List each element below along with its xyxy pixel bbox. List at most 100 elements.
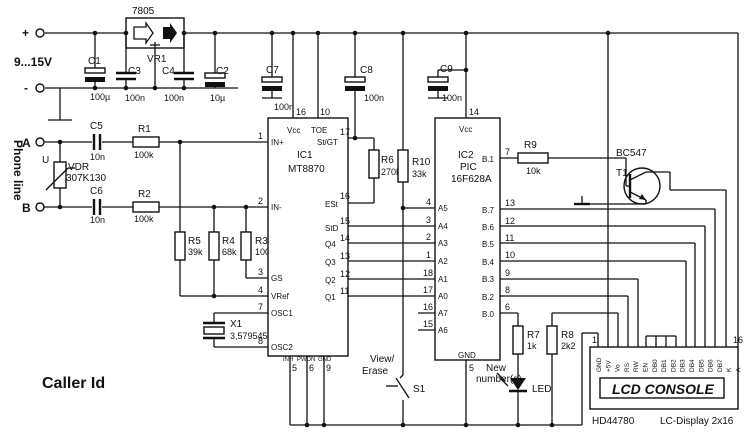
terminal-negative bbox=[35, 83, 45, 93]
ic2-pin-a2-name: A2 bbox=[438, 257, 448, 266]
c7-ref: C7 bbox=[266, 65, 279, 76]
lcd-pin-label: DB3 bbox=[680, 359, 687, 372]
phone-line-label: Phone line bbox=[11, 140, 25, 201]
ic2-pin-b1-num: 7 bbox=[505, 147, 510, 157]
lcd-size-label: LC-Display 2x16 bbox=[660, 416, 734, 427]
lcd-pin-label: DB6 bbox=[708, 359, 715, 372]
r9-val: 10k bbox=[526, 166, 541, 176]
resistor-r5 bbox=[174, 231, 186, 261]
r5-val: 39k bbox=[188, 247, 203, 257]
vdr-ref: VDR bbox=[68, 162, 89, 173]
ic1-pin-std-num: 15 bbox=[340, 216, 350, 226]
c9-val: 100n bbox=[442, 93, 462, 103]
ic1-pin-q3-name: Q3 bbox=[325, 258, 336, 267]
varistor-vdr bbox=[45, 161, 75, 191]
lcd-screen-text: LCD CONSOLE bbox=[612, 381, 715, 397]
r3-ref: R3 bbox=[255, 236, 268, 247]
lcd-pin-label: DB0 bbox=[652, 359, 659, 372]
switch-s1[interactable] bbox=[386, 374, 410, 425]
c1-val: 100µ bbox=[90, 92, 110, 102]
ic1-pin-pwdn-name: PWDN bbox=[297, 357, 315, 363]
lcd-pin-label: DB2 bbox=[670, 359, 677, 372]
c4-ref: C4 bbox=[162, 66, 175, 77]
c3-ref: C3 bbox=[128, 66, 141, 77]
resistor-r8 bbox=[546, 325, 558, 355]
led-note: New bbox=[486, 363, 507, 374]
r8-ref: R8 bbox=[561, 330, 574, 341]
c7-val: 100n bbox=[274, 102, 294, 112]
ic1-pin-gnd-num: 9 bbox=[326, 363, 331, 373]
resistor-r2 bbox=[132, 201, 160, 213]
ic1-pin-osc1-name: OSC1 bbox=[271, 309, 293, 318]
ic1-pin-in-minus-name: IN- bbox=[271, 203, 282, 212]
r6-ref-label: R6 bbox=[381, 155, 394, 166]
resistor-r4 bbox=[208, 231, 220, 261]
ic2-vcc-num: 14 bbox=[469, 107, 479, 117]
supply-minus-label: - bbox=[24, 81, 28, 95]
lcd-pin-label: EN bbox=[643, 363, 650, 372]
terminal-positive bbox=[35, 28, 45, 38]
diagram-title: Caller Id bbox=[42, 375, 105, 392]
ic2-pin-b4-name: B.4 bbox=[482, 258, 495, 267]
ic1-pin-vcc-name: Vcc bbox=[287, 126, 300, 135]
ic2-pin-a1-name: A1 bbox=[438, 275, 448, 284]
ic1-mt8870 bbox=[267, 117, 349, 357]
ic2-pin-a7-name: A7 bbox=[438, 309, 448, 318]
supply-range-label: 9...15V bbox=[14, 55, 52, 69]
ic1-pin-vref-num: 4 bbox=[258, 285, 263, 295]
ic1-pin-in-minus-num: 2 bbox=[258, 196, 263, 206]
lcd-pin-label: A bbox=[736, 367, 743, 372]
lcd-pin-label: Vo bbox=[615, 364, 622, 372]
ic1-pin-est-num: 16 bbox=[340, 191, 350, 201]
r6-val: 270k bbox=[381, 167, 401, 177]
r8-val: 2k2 bbox=[561, 341, 576, 351]
vdr-u: U bbox=[42, 155, 49, 166]
ic1-pin-est-name: ESt bbox=[325, 200, 339, 209]
capacitor-c7 bbox=[261, 33, 283, 99]
c8-ref: C8 bbox=[360, 65, 373, 76]
r10-val: 33k bbox=[412, 169, 427, 179]
x1-ref: X1 bbox=[230, 319, 243, 330]
r5-ref: R5 bbox=[188, 236, 201, 247]
resistor-r3 bbox=[240, 231, 252, 261]
led-label: LED bbox=[532, 384, 551, 395]
ic2-pin-a3-num: 2 bbox=[426, 232, 431, 242]
ic2-vcc-name: Vcc bbox=[459, 125, 472, 134]
ic2-pin-b6-num: 12 bbox=[505, 216, 515, 226]
lcd-pin-label: RW bbox=[633, 360, 640, 372]
ic1-pin-gnd-name: GND bbox=[318, 357, 332, 363]
ic2-pin-a3-name: A3 bbox=[438, 239, 448, 248]
c8-val: 100n bbox=[364, 93, 384, 103]
ic1-pin-osc2-num: 8 bbox=[258, 336, 263, 346]
ic2-pin-a6-num: 15 bbox=[423, 319, 433, 329]
ic1-part: MT8870 bbox=[288, 164, 325, 175]
ic1-pin-std-name: StD bbox=[325, 224, 339, 233]
ic2-gnd-name: GND bbox=[458, 351, 476, 360]
ic2-pin-a5-num: 4 bbox=[426, 197, 431, 207]
supply-rails bbox=[45, 32, 738, 121]
ic2-gnd-num: 5 bbox=[469, 363, 474, 373]
regulator-vr1 bbox=[125, 17, 185, 88]
ic2-family: PIC bbox=[460, 162, 477, 173]
c3-val: 100n bbox=[125, 93, 145, 103]
s1-label2: Erase bbox=[362, 366, 389, 377]
terminal-b bbox=[35, 202, 45, 212]
ic1-pin-q4-name: Q4 bbox=[325, 240, 336, 249]
ic1-pin-stgt-name: St/GT bbox=[317, 138, 338, 147]
capacitor-c6 bbox=[92, 199, 102, 215]
ic2-pin-b4-num: 10 bbox=[505, 250, 515, 260]
ic1-pin-q4-num: 14 bbox=[340, 233, 350, 243]
ic1-pin-gs-num: 3 bbox=[258, 267, 263, 277]
resistor-r6 bbox=[368, 149, 380, 179]
s1-ref: S1 bbox=[413, 384, 426, 395]
ic2-pin-a7-num: 16 bbox=[423, 302, 433, 312]
resistor-r7 bbox=[512, 325, 524, 355]
lcd-pin-label: GND bbox=[596, 357, 603, 372]
capacitor-c9 bbox=[427, 69, 466, 99]
t1-part: BC547 bbox=[616, 148, 647, 159]
ic1-pin-inh-name: INH bbox=[283, 357, 293, 363]
lcd-pin-label: DB7 bbox=[717, 359, 724, 372]
ic2-pin-a0-num: 17 bbox=[423, 285, 433, 295]
ic2-pin-a5-name: A5 bbox=[438, 204, 448, 213]
r2-val: 100k bbox=[134, 214, 154, 224]
